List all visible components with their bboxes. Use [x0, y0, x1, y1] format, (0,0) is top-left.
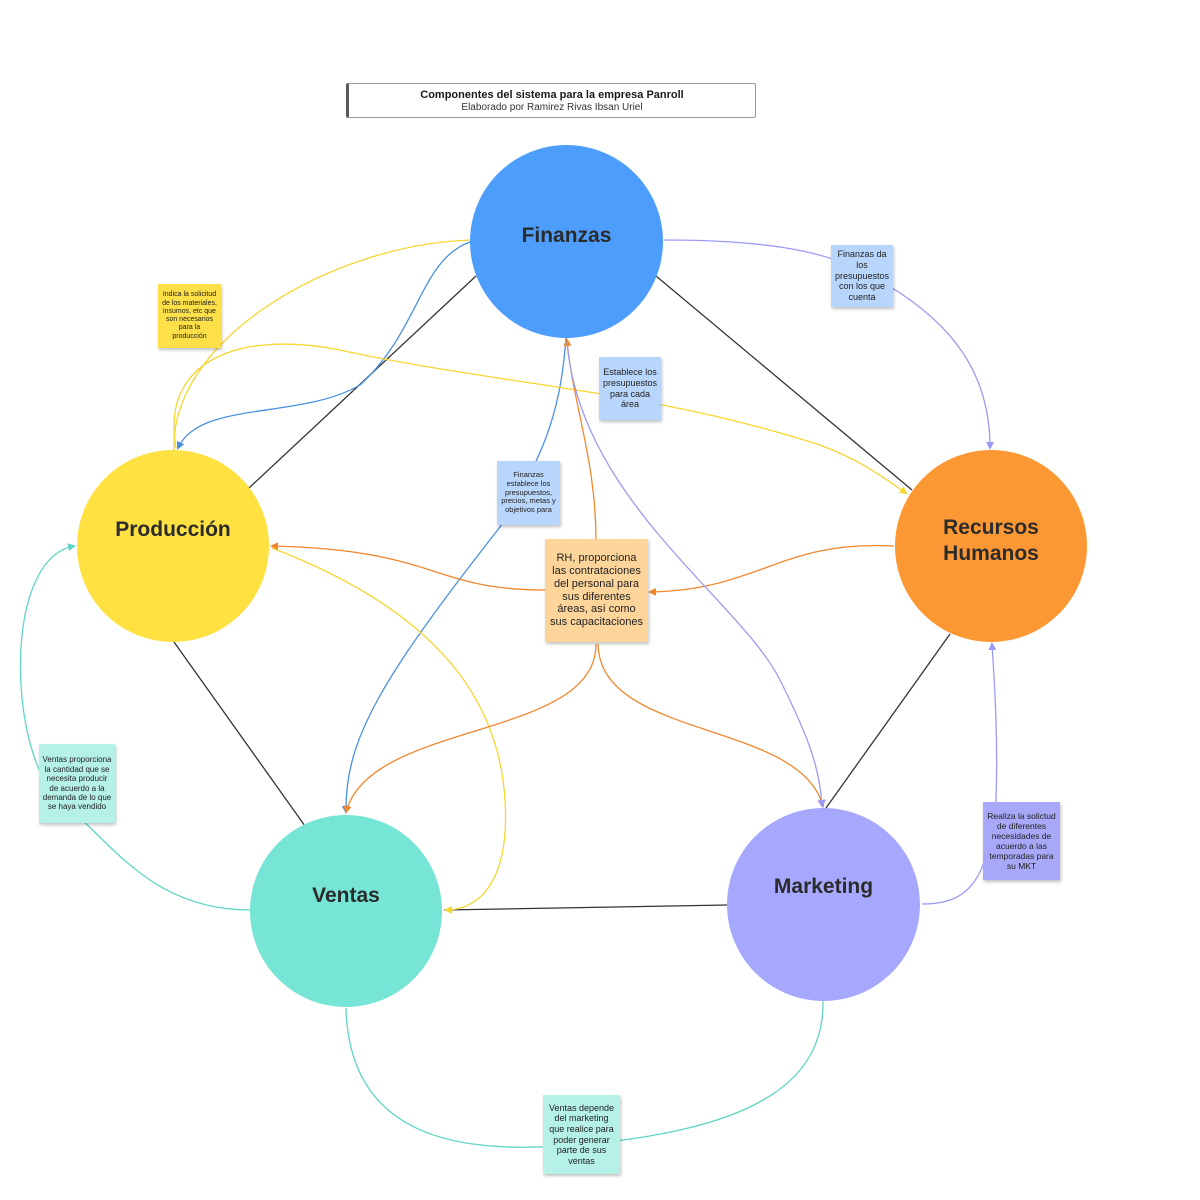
- node-marketing[interactable]: Marketing: [727, 808, 920, 1001]
- note-establece-presupuestos[interactable]: Establece los presupuestos para cada áre…: [599, 357, 661, 420]
- line-finanzas-recursos: [655, 275, 913, 491]
- curve-marketing-recursos: [921, 642, 998, 905]
- line-produccion-ventas: [173, 641, 306, 827]
- curve-produccion-finanzas: [173, 239, 471, 451]
- note-ventas-depende[interactable]: Ventas depende del marketing que realice…: [543, 1095, 620, 1174]
- node-marketing-label: Marketing: [773, 875, 874, 899]
- note-produccion-solicitud[interactable]: Indica la solicitud de los materiales, i…: [158, 284, 221, 348]
- note-rh-proporciona[interactable]: RH, proporciona las contrataciones del p…: [545, 539, 648, 642]
- curve-finanzas-ventas: [341, 337, 567, 814]
- curve-finanzas-recursos: [663, 239, 994, 450]
- note-finanzas-establece[interactable]: Finanzas establece los presupuestos, pre…: [497, 461, 560, 525]
- node-produccion-label: Producción: [115, 517, 231, 541]
- curve-produccion-recursos: [173, 343, 908, 495]
- node-ventas-label: Ventas: [312, 883, 380, 907]
- diagram-title-box: Componentes del sistema para la empresa …: [346, 83, 756, 118]
- curve-rh-marketing: [597, 643, 826, 808]
- note-realiza-solicitud[interactable]: Realiza la solictud de diferentes necesi…: [983, 802, 1060, 880]
- node-finanzas[interactable]: Finanzas: [470, 145, 663, 338]
- node-finanzas-label: Finanzas: [521, 224, 612, 248]
- node-produccion[interactable]: Producción: [77, 450, 269, 642]
- curve-finanzas-produccion: [176, 241, 471, 450]
- note-finanzas-da[interactable]: Finanzas da los presupuestos con los que…: [831, 245, 893, 307]
- curve-rh-produccion: [270, 542, 546, 591]
- curve-recursos-rh: [648, 544, 895, 596]
- line-ventas-marketing: [443, 904, 728, 911]
- diagram-title: Componentes del sistema para la empresa …: [420, 89, 684, 101]
- note-ventas-proporciona[interactable]: Ventas proporciona la cantidad que se ne…: [39, 744, 115, 823]
- curve-produccion-ventas: [271, 547, 507, 914]
- curve-finanzas-marketing: [566, 341, 826, 808]
- node-ventas[interactable]: Ventas: [250, 815, 442, 1007]
- line-recursos-marketing: [825, 633, 951, 809]
- diagram-subtitle: Elaborado por Ramirez Rivas Ibsan Uriel: [461, 102, 643, 113]
- node-recursos-humanos-label: Recursos Humanos: [943, 515, 1039, 565]
- node-recursos-humanos[interactable]: Recursos Humanos: [895, 450, 1087, 642]
- curve-rh-ventas: [343, 643, 597, 814]
